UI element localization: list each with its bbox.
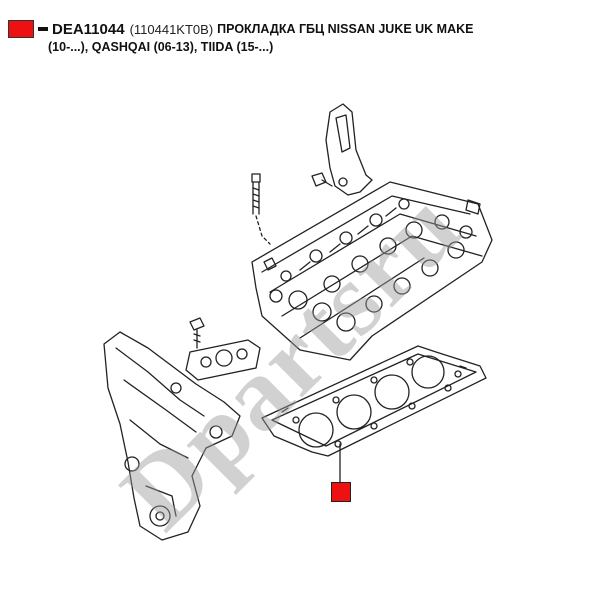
cylinder-head-stud	[251, 173, 271, 245]
exhaust-flange-gasket	[185, 339, 261, 381]
dash-icon	[38, 27, 48, 31]
cylinder-head-gasket	[261, 345, 487, 457]
small-bolt	[189, 317, 205, 349]
part-code: DEA11044	[52, 20, 125, 38]
bracket-bolt	[311, 172, 333, 187]
oem-number: (110441KT0B)	[129, 21, 214, 37]
callout-red-square-marker-icon[interactable]	[331, 482, 351, 502]
lifting-bracket-top	[325, 103, 373, 196]
part-description-line1: ПРОКЛАДКА ГБЦ NISSAN JUKE UK MAKE	[217, 22, 474, 36]
cylinder-head	[251, 181, 493, 361]
engine-mount-bracket	[103, 331, 241, 541]
red-square-marker-icon	[8, 20, 34, 38]
header: DEA11044 (110441KT0B) ПРОКЛАДКА ГБЦ NISS…	[8, 20, 594, 54]
title-line: DEA11044 (110441KT0B) ПРОКЛАДКА ГБЦ NISS…	[8, 20, 594, 38]
part-description-line2: (10-...), QASHQAI (06-13), TIIDA (15-...…	[48, 40, 274, 54]
